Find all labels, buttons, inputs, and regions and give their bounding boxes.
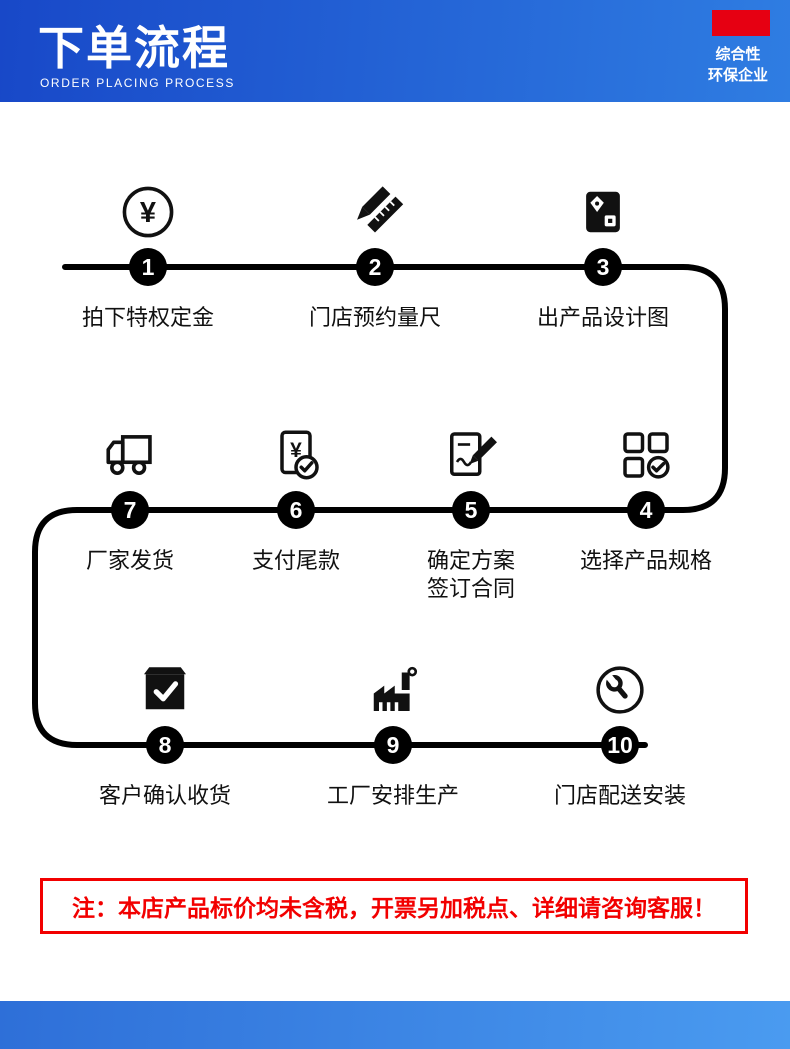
- step-9: 9 工厂安排生产: [283, 658, 503, 810]
- factory-icon: [361, 658, 425, 722]
- tagline-line2: 环保企业: [707, 67, 768, 84]
- grid-check-icon: [614, 423, 678, 487]
- step-label: 出产品设计图: [536, 305, 669, 330]
- step-number: 5: [452, 491, 490, 529]
- design-doc-icon: [571, 180, 635, 244]
- step-3: 3 出产品设计图: [493, 180, 713, 332]
- step-number: 3: [584, 248, 622, 286]
- wrench-circle-icon: [588, 658, 652, 722]
- step-number: 8: [146, 726, 184, 764]
- step-label: 选择产品规格: [579, 548, 712, 573]
- yen-circle-icon: ¥: [116, 180, 180, 244]
- step-label: 拍下特权定金: [81, 305, 214, 330]
- step-number: 7: [111, 491, 149, 529]
- step-label: 确定方案: [426, 548, 515, 573]
- step-label: 工厂安排生产: [326, 783, 459, 808]
- step-2: 2 门店预约量尺: [265, 180, 485, 332]
- contract-sign-icon: [439, 423, 503, 487]
- step-number: 2: [356, 248, 394, 286]
- pen-measure-icon: [343, 180, 407, 244]
- box-check-icon: [133, 658, 197, 722]
- step-label: 客户确认收货: [98, 783, 231, 808]
- header-banner: 下单流程 ORDER PLACING PROCESS 综合性 环保企业: [0, 0, 790, 102]
- step-8: 8 客户确认收货: [55, 658, 275, 810]
- page-subtitle: ORDER PLACING PROCESS: [40, 76, 235, 90]
- step-10: 10 门店配送安装: [510, 658, 730, 810]
- step-label-line2: 签订合同: [426, 576, 515, 601]
- step-number: 6: [277, 491, 315, 529]
- step-number: 10: [601, 726, 639, 764]
- step-label: 厂家发货: [85, 548, 174, 573]
- step-7: 7 厂家发货: [20, 423, 240, 575]
- step-label: 门店配送安装: [553, 783, 686, 808]
- step-label: 支付尾款: [251, 548, 340, 573]
- step-label: 门店预约量尺: [308, 305, 441, 330]
- step-number: 9: [374, 726, 412, 764]
- step-5: 5 确定方案 签订合同: [361, 423, 581, 603]
- svg-text:¥: ¥: [290, 439, 302, 462]
- step-1: ¥ 1 拍下特权定金: [38, 180, 258, 332]
- page-title: 下单流程: [38, 22, 230, 74]
- step-number: 1: [129, 248, 167, 286]
- company-tagline: 综合性 环保企业: [698, 44, 778, 86]
- step-6: ¥ 6 支付尾款: [186, 423, 406, 575]
- svg-text:¥: ¥: [140, 197, 156, 229]
- truck-icon: [98, 423, 162, 487]
- step-4: 4 选择产品规格: [536, 423, 756, 575]
- payment-check-icon: ¥: [264, 423, 328, 487]
- footer-banner: [0, 1001, 790, 1049]
- red-badge: [712, 10, 770, 36]
- tagline-line1: 综合性: [715, 46, 761, 63]
- tax-notice: 注：本店产品标价均未含税，开票另加税点、详细请咨询客服！: [40, 878, 748, 934]
- step-number: 4: [627, 491, 665, 529]
